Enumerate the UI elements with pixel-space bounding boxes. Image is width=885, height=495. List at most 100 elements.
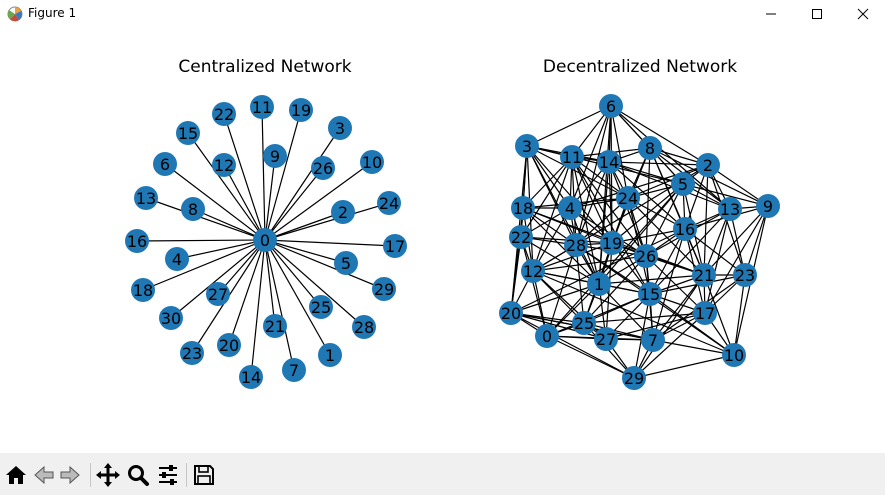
edge-16-23: [684, 228, 746, 276]
node-circle: [331, 200, 355, 224]
node-6: 6: [599, 94, 623, 118]
edge-1-21: [598, 274, 705, 285]
edge-0-11: [261, 106, 266, 241]
node-label: 12: [214, 156, 234, 175]
node-circle: [282, 358, 306, 382]
edge-1-0: [546, 283, 600, 337]
figure-canvas[interactable]: Centralized Network Decentralized Networ…: [0, 28, 885, 453]
edge-9-21: [703, 205, 769, 276]
node-label: 27: [208, 285, 228, 304]
edge-19-12: [532, 242, 613, 272]
home-button[interactable]: [2, 461, 30, 489]
node-circle: [212, 153, 236, 177]
node-label: 22: [511, 228, 531, 247]
node-label: 9: [270, 147, 280, 166]
edge-14-16: [608, 161, 686, 230]
edge-14-1: [598, 161, 610, 285]
edge-3-19: [526, 145, 613, 244]
node-15: 15: [638, 282, 662, 306]
edge-13-17: [704, 208, 731, 314]
edge-6-28: [575, 105, 612, 246]
pan-button[interactable]: [94, 461, 122, 489]
edge-23-10: [733, 274, 746, 356]
edge-19-27: [605, 242, 613, 340]
home-icon: [6, 466, 26, 484]
node-27: 27: [206, 282, 230, 306]
window-titlebar: Figure 1: [0, 0, 885, 28]
node-20: 20: [217, 333, 241, 357]
node-circle: [509, 225, 533, 249]
minimize-button[interactable]: [748, 0, 794, 28]
node-label: 16: [675, 220, 695, 239]
node-17: 17: [383, 234, 407, 258]
node-circle: [572, 311, 596, 335]
node-label: 25: [311, 298, 331, 317]
node-17: 17: [693, 301, 717, 325]
edge-5-9: [682, 183, 769, 207]
edge-16-7: [652, 228, 686, 341]
forward-arrow-icon: [60, 465, 80, 485]
node-3: 3: [328, 116, 352, 140]
node-circle: [673, 217, 697, 241]
node-circle: [250, 95, 274, 119]
node-circle: [153, 152, 177, 176]
edge-7-10: [652, 339, 735, 356]
node-4: 4: [558, 196, 582, 220]
node-21: 21: [263, 314, 287, 338]
edge-5-1: [598, 183, 684, 285]
save-button[interactable]: [190, 461, 218, 489]
zoom-button[interactable]: [124, 461, 152, 489]
close-icon: [857, 8, 869, 20]
node-circle: [634, 244, 658, 268]
node-label: 22: [214, 105, 234, 124]
node-label: 25: [574, 314, 594, 333]
edge-0-19: [264, 109, 302, 241]
edge-0-10: [264, 161, 373, 241]
edge-11-22: [520, 156, 573, 238]
node-circle: [165, 247, 189, 271]
node-circle: [641, 328, 665, 352]
node-30: 30: [159, 306, 183, 330]
node-1: 1: [318, 343, 342, 367]
node-9: 9: [756, 194, 780, 218]
edge-11-12: [532, 156, 573, 272]
node-5: 5: [334, 251, 358, 275]
node-23: 23: [733, 263, 757, 287]
node-10: 10: [360, 150, 384, 174]
node-16: 16: [673, 217, 697, 241]
node-circle: [693, 301, 717, 325]
node-circle: [328, 116, 352, 140]
edge-20-25: [510, 312, 585, 324]
node-label: 5: [678, 175, 688, 194]
node-circle: [334, 251, 358, 275]
node-14: 14: [239, 365, 263, 389]
node-28: 28: [564, 233, 588, 257]
node-circle: [599, 94, 623, 118]
node-label: 19: [291, 101, 311, 120]
node-label: 21: [265, 317, 285, 336]
edge-2-9: [707, 164, 769, 207]
node-label: 20: [501, 304, 521, 323]
node-circle: [696, 153, 720, 177]
node-24: 24: [377, 191, 401, 215]
edge-26-25: [583, 255, 647, 324]
edge-0-7: [264, 239, 295, 371]
back-button[interactable]: [30, 461, 58, 489]
configure-subplots-button[interactable]: [154, 461, 182, 489]
node-circle: [263, 144, 287, 168]
forward-button[interactable]: [56, 461, 84, 489]
node-0: 0: [535, 324, 559, 348]
node-5: 5: [671, 172, 695, 196]
node-18: 18: [131, 278, 155, 302]
edge-8-9: [649, 147, 769, 207]
node-label: 28: [354, 318, 374, 337]
close-button[interactable]: [840, 0, 885, 28]
node-circle: [638, 282, 662, 306]
maximize-button[interactable]: [794, 0, 840, 28]
edge-0-14: [250, 239, 266, 378]
edge-14-19: [608, 161, 613, 244]
edge-0-6: [164, 163, 266, 241]
move-icon: [96, 463, 120, 487]
sliders-icon: [159, 465, 177, 485]
node-12: 12: [212, 153, 236, 177]
